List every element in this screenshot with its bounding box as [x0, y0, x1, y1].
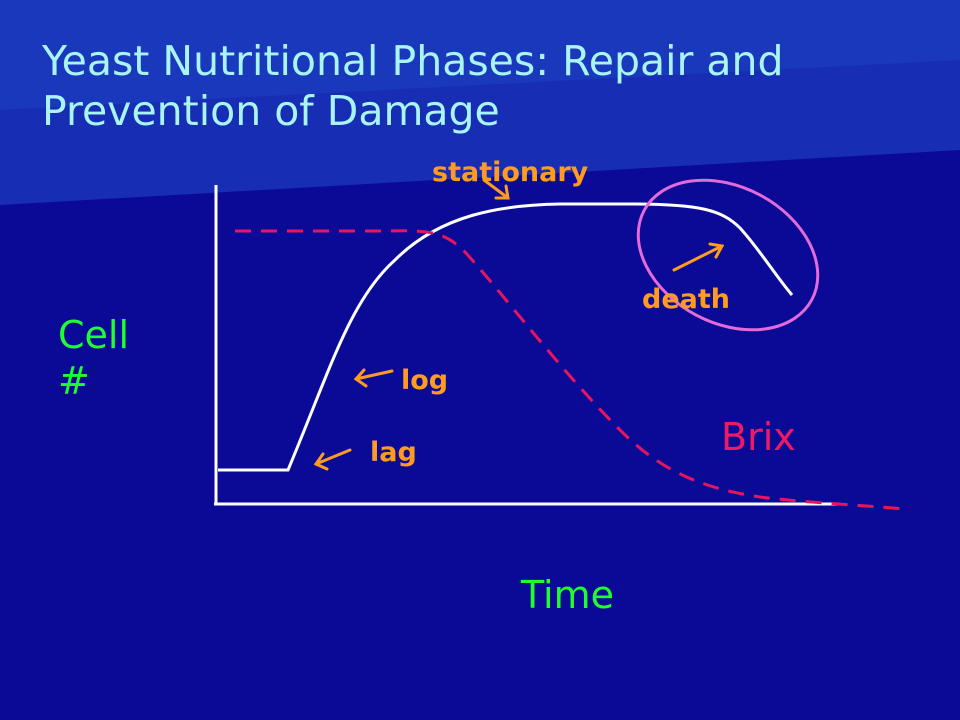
brix-curve	[235, 229, 906, 511]
label-stationary: stationary	[432, 157, 589, 188]
slide-title: Yeast Nutritional Phases: Repair and Pre…	[42, 36, 902, 136]
y-axis-label-line-2: #	[58, 359, 90, 403]
label-death: death	[642, 284, 730, 315]
label-brix: Brix	[721, 415, 796, 459]
slide-title-line-1: Yeast Nutritional Phases: Repair and	[42, 37, 784, 85]
label-lag: lag	[370, 437, 417, 468]
y-axis-label-line-1: Cell	[58, 313, 130, 357]
log-arrow-icon	[353, 368, 394, 388]
slide-title-line-2: Prevention of Damage	[42, 87, 500, 135]
lag-arrow-icon	[313, 448, 352, 471]
label-log: log	[401, 365, 449, 396]
growth-curve	[218, 202, 794, 472]
stationary-arrow-icon	[482, 178, 510, 200]
x-axis-label: Time	[521, 573, 614, 617]
death-arrow-icon	[672, 242, 725, 272]
y-axis-label: Cell #	[58, 312, 129, 404]
death-phase-ellipse	[636, 178, 820, 332]
